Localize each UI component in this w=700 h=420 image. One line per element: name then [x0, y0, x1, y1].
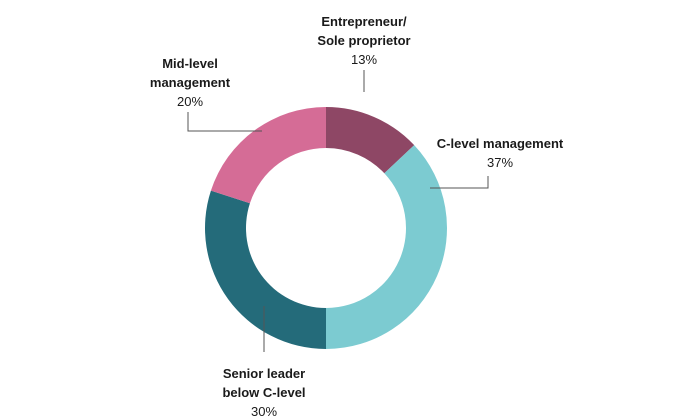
slice-2	[326, 145, 447, 349]
slice-4	[210, 107, 326, 204]
slice-value-label: 13%	[351, 52, 377, 67]
labels-layer: Entrepreneur/Sole proprietor 13% C-level m…	[150, 14, 564, 419]
slice-name-line: Entrepreneur/	[321, 14, 407, 29]
slice-label-4: Mid-level management 20%	[150, 56, 231, 109]
slice-name-line: C-level management	[437, 136, 564, 151]
leader-lines-layer	[187, 70, 489, 352]
slice-label-3: Senior leader below C-level 30%	[222, 366, 305, 419]
leader-line-4	[187, 112, 262, 132]
slice-name-line: Mid-level	[162, 56, 218, 71]
slice-1	[326, 107, 415, 174]
slice-label-2: C-level management 37%	[437, 136, 564, 170]
slice-value-label: 20%	[177, 94, 203, 109]
slices-layer	[205, 107, 447, 349]
slice-label-1: Entrepreneur/Sole proprietor 13%	[317, 14, 410, 67]
slice-3	[205, 190, 326, 349]
slice-name-line: Sole proprietor	[317, 33, 410, 48]
slice-value-label: 37%	[487, 155, 513, 170]
leader-line-2	[430, 176, 489, 189]
slice-name-line: below C-level	[222, 385, 305, 400]
slice-value-label: 30%	[251, 404, 277, 419]
slice-name-line: management	[150, 75, 231, 90]
slice-name-line: Senior leader	[223, 366, 305, 381]
